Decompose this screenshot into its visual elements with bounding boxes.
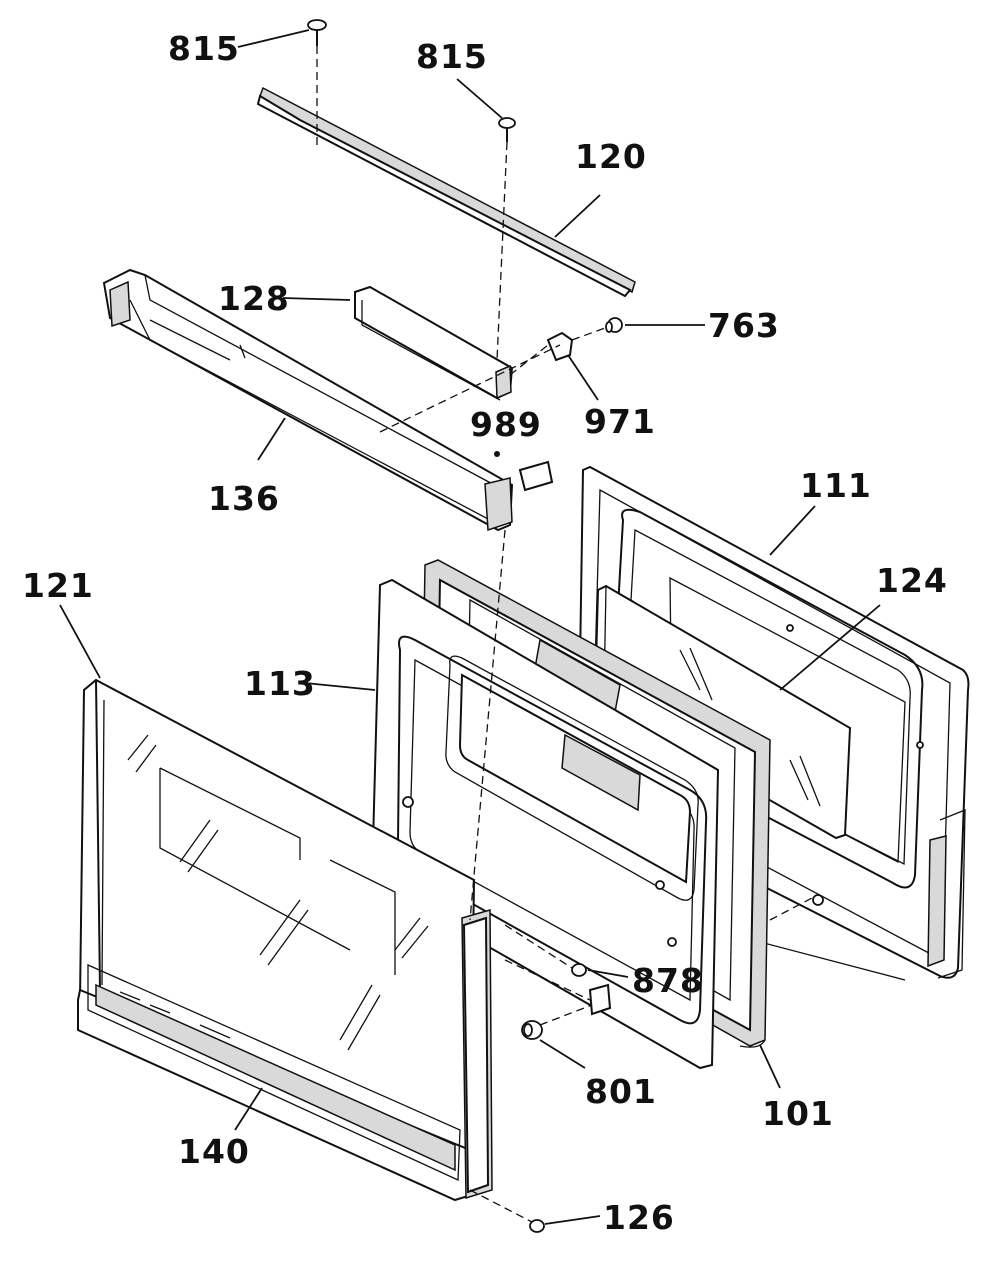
screw-763 <box>605 317 623 333</box>
clip-801-plate <box>588 983 612 1016</box>
label-763: 763 <box>708 306 780 345</box>
label-113: 113 <box>244 664 316 703</box>
label-101: 101 <box>762 1094 834 1133</box>
nut-878 <box>571 963 587 977</box>
bottom-trim-140 <box>77 909 493 1202</box>
label-815-right: 815 <box>416 37 488 76</box>
label-124: 124 <box>876 561 948 600</box>
clip-989 <box>494 451 554 492</box>
label-878: 878 <box>632 961 704 1000</box>
top-trim-120 <box>256 86 636 298</box>
door-handle-136 <box>102 268 514 532</box>
leader-lines <box>59 29 881 1225</box>
label-128: 128 <box>218 279 290 318</box>
label-140: 140 <box>178 1132 250 1171</box>
assembly-lines <box>316 46 813 1223</box>
screw-815-right <box>498 117 516 142</box>
screw-801 <box>521 1020 543 1040</box>
glass-frame-113 <box>370 578 720 1070</box>
clip-971 <box>546 331 574 362</box>
label-136: 136 <box>208 479 280 518</box>
label-801: 801 <box>585 1072 657 1111</box>
label-971: 971 <box>584 402 656 441</box>
label-121: 121 <box>22 566 94 605</box>
screw-126 <box>529 1219 545 1233</box>
label-126: 126 <box>603 1198 675 1237</box>
label-111: 111 <box>800 466 872 505</box>
label-120: 120 <box>575 137 647 176</box>
label-989: 989 <box>470 405 542 444</box>
bracket-128 <box>354 285 514 401</box>
screw-815-left <box>307 19 327 46</box>
label-815-left: 815 <box>168 29 240 68</box>
part-labels: 815 815 120 128 763 971 989 136 111 124 … <box>22 29 948 1237</box>
